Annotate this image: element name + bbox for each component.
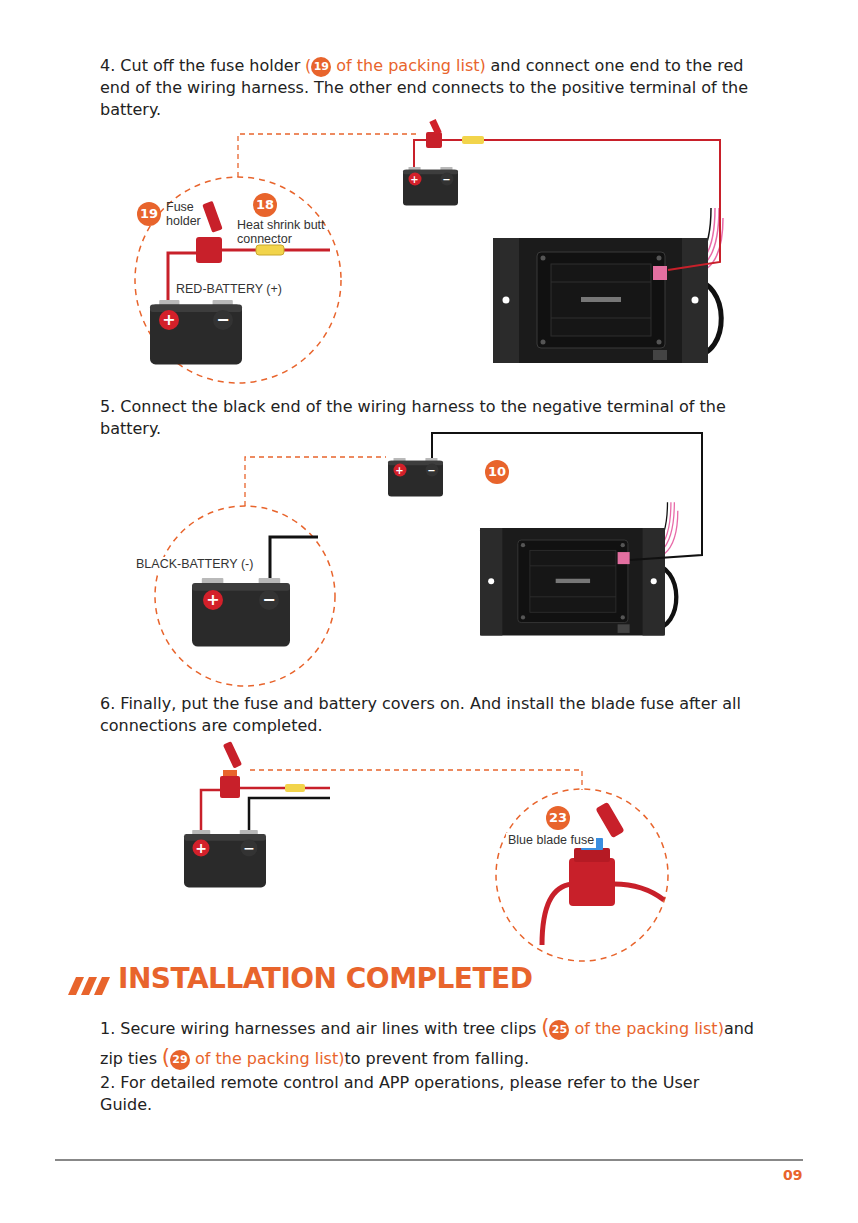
instruction-paragraph: 2. For detailed remote control and APP o…	[100, 1072, 755, 1116]
label-holder: +	[400, 470, 413, 483]
part-label: BLACK-BATTERY (-)	[134, 557, 255, 572]
battery-terminal-sign: +	[159, 310, 179, 330]
callout-number: 18	[253, 193, 277, 217]
label-holder: 18	[253, 193, 277, 217]
label-holder: RED-BATTERY (+)	[176, 282, 282, 296]
instruction-paragraph: 4. Cut off the fuse holder(19of the pack…	[100, 55, 755, 121]
label-holder: Fuse holder	[166, 200, 214, 228]
label-holder: 23	[546, 806, 570, 830]
part-label: Fuse holder	[166, 200, 214, 228]
callout-number: 10	[485, 460, 509, 484]
instruction-paragraph: 1. Secure wiring harnesses and air lines…	[100, 1013, 760, 1073]
callout-number: 25	[549, 1020, 569, 1040]
bracket: (	[541, 1015, 549, 1039]
bracket: (	[162, 1045, 170, 1069]
page-number: 09	[783, 1167, 802, 1183]
battery-terminal-sign: −	[241, 840, 258, 857]
part-label: Heat shrink butt connector	[237, 218, 337, 246]
label-holder: 09	[783, 1167, 802, 1183]
instruction-text: 4. Cut off the fuse holder	[100, 56, 300, 75]
instruction-text: 1. Secure wiring harnesses and air lines…	[100, 1019, 536, 1038]
callout-number: 23	[546, 806, 570, 830]
battery-terminal-sign: −	[440, 173, 453, 186]
callout-number: 19	[137, 202, 161, 226]
instruction-paragraph: 6. Finally, put the fuse and battery cov…	[100, 693, 755, 737]
battery-terminal-sign: −	[259, 590, 279, 610]
packing-ref: of the packing list)	[195, 1049, 344, 1068]
instruction-text: 5. Connect the black end of the wiring h…	[100, 397, 726, 438]
callout-number: 19	[311, 57, 331, 77]
label-holder: −	[447, 179, 460, 192]
label-holder: −	[432, 470, 445, 483]
instruction-text: 6. Finally, put the fuse and battery cov…	[100, 694, 741, 735]
battery-terminal-sign: +	[203, 590, 223, 610]
part-label: Blue blade fuse	[506, 833, 596, 848]
battery-terminal-sign: −	[213, 310, 233, 330]
label-holder: BLACK-BATTERY (-)	[134, 557, 255, 572]
section-heading: INSTALLATION COMPLETED	[118, 962, 532, 995]
label-holder: +	[201, 848, 218, 865]
label-holder: +	[213, 600, 233, 620]
label-holder: 19	[137, 202, 161, 226]
battery-terminal-sign: +	[393, 464, 406, 477]
instruction-paragraph: 5. Connect the black end of the wiring h…	[100, 396, 755, 440]
part-label: RED-BATTERY (+)	[176, 282, 282, 296]
callout-number: 29	[170, 1050, 190, 1070]
label-holder: −	[269, 600, 289, 620]
label-holder: −	[223, 320, 243, 340]
battery-terminal-sign: +	[408, 173, 421, 186]
label-holder: 10	[485, 460, 509, 484]
instruction-text: to prevent from falling.	[344, 1049, 529, 1068]
label-holder: Heat shrink butt connector	[237, 218, 337, 246]
label-holder: −	[249, 848, 266, 865]
label-holder: +	[169, 320, 189, 340]
packing-ref: of the packing list)	[574, 1019, 723, 1038]
packing-ref: of the packing list)	[336, 56, 485, 75]
label-holder: Blue blade fuse	[506, 833, 596, 848]
battery-terminal-sign: −	[425, 464, 438, 477]
instruction-text: 2. For detailed remote control and APP o…	[100, 1073, 699, 1114]
battery-terminal-sign: +	[193, 840, 210, 857]
label-holder: +	[415, 179, 428, 192]
